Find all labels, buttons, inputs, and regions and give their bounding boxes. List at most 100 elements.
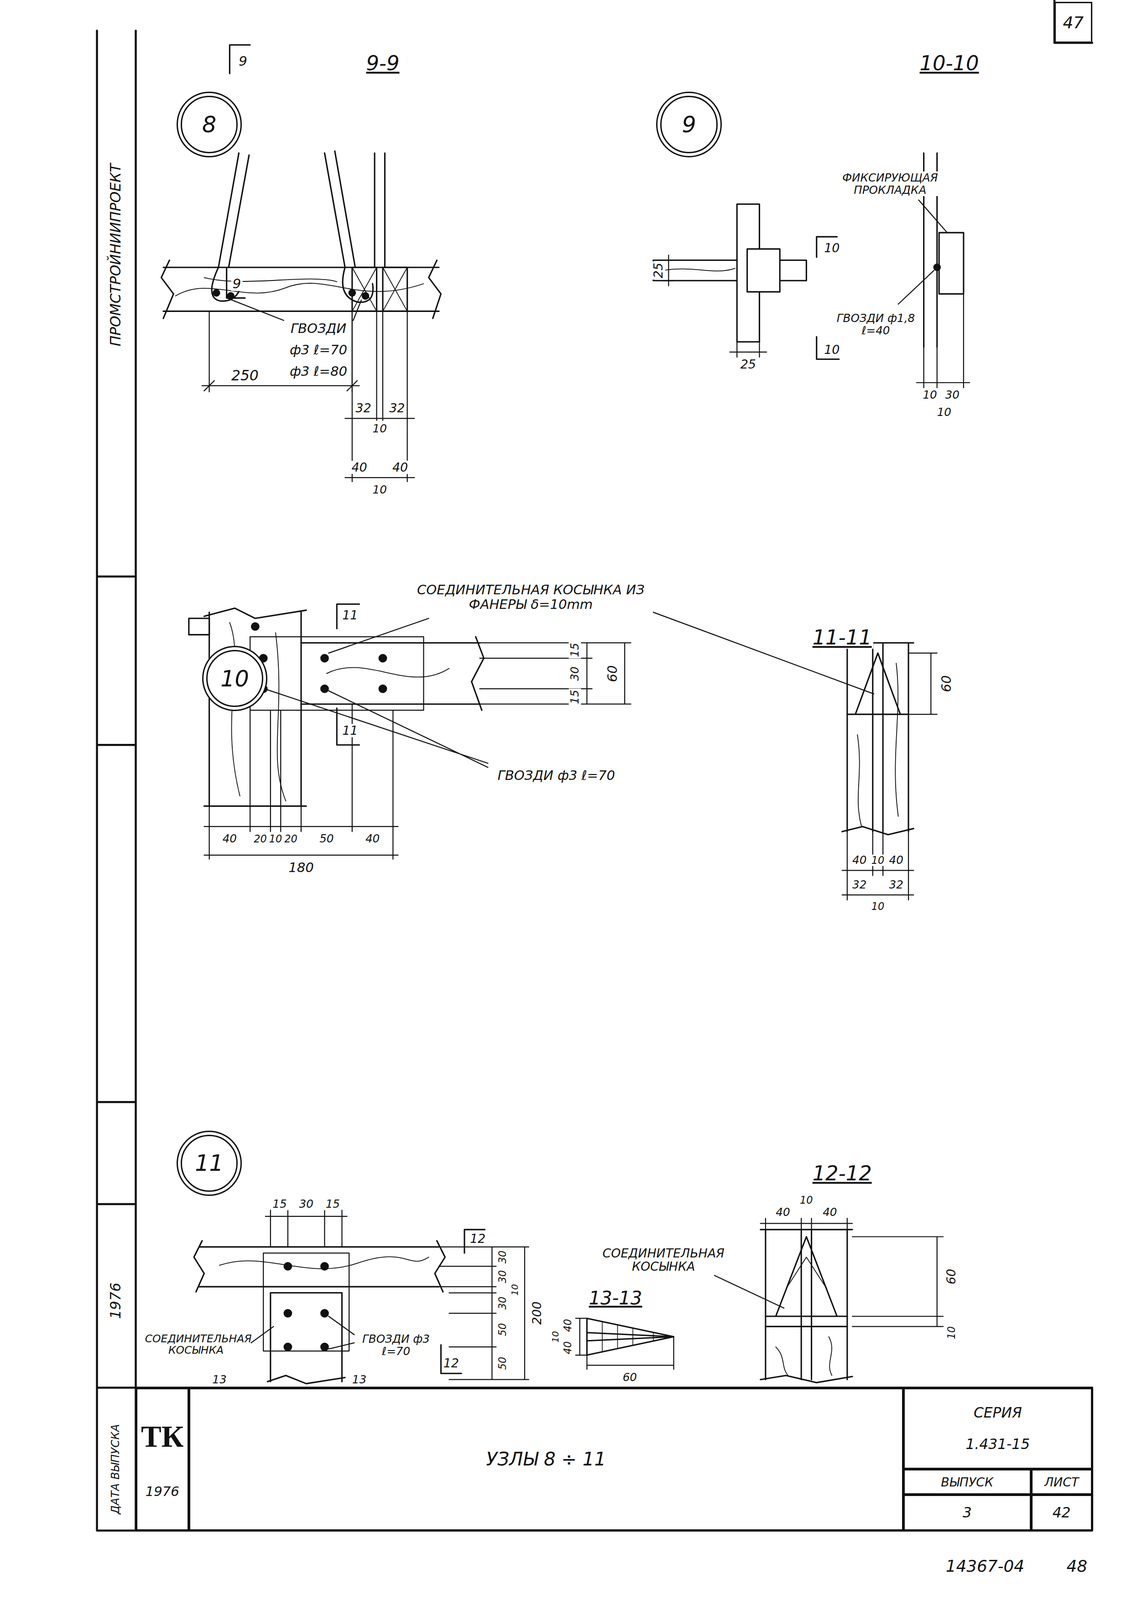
dimension-label: 10 xyxy=(921,388,939,402)
dimension-label: 60 xyxy=(621,1371,639,1385)
dimension-label: 10 xyxy=(371,483,389,496)
dimension-label: 15 xyxy=(568,688,581,706)
note-label: СОЕДИНИТЕЛЬНАЯ КОСЫНКА ИЗ ФАНЕРЫ δ=10mm xyxy=(401,582,660,612)
node-callout-circle: 11 xyxy=(180,1135,238,1193)
node-callout-circle: 8 xyxy=(180,95,238,153)
dimension-label: 10 xyxy=(267,833,284,846)
dimension-label: 40 xyxy=(821,1206,839,1219)
dimension-label: 10 xyxy=(798,1194,814,1207)
section-title: 9-9 xyxy=(364,52,401,75)
node-text: УЗЛЫ 8 ÷ 11 xyxy=(486,1449,606,1470)
dimension-label: 30 xyxy=(568,665,581,683)
note-label: СОЕДИНИТЕЛЬНАЯ КОСЫНКА xyxy=(593,1246,734,1274)
node-8-drawing xyxy=(161,45,441,393)
dimension-label: 10 xyxy=(870,855,886,867)
note-label: СОЕДИНИТЕЛЬНАЯ КОСЫНКА xyxy=(143,1333,249,1358)
note-label: ГВОЗДИ xyxy=(289,321,348,336)
dimension-label: 40 xyxy=(774,1206,792,1219)
node-text: ТК xyxy=(140,1420,184,1455)
dimension-label: 25 xyxy=(739,357,758,372)
title-block-cell: ТК1976 xyxy=(135,1388,189,1532)
node-callout-circle: 9 xyxy=(660,95,718,153)
section-11-11-drawing xyxy=(842,642,938,901)
dimension-label: 200 xyxy=(530,1300,544,1327)
section-mark: 12 xyxy=(468,1232,487,1247)
section-title: 12-12 xyxy=(811,1162,874,1185)
node-text: 11 xyxy=(194,1151,224,1176)
note-label: ГВОЗДИ ф3 ℓ=70 xyxy=(478,768,635,783)
dimension-label: 20 xyxy=(252,833,268,846)
title-block-cell: ЛИСТ xyxy=(1031,1469,1093,1496)
section-title: 13-13 xyxy=(587,1288,644,1309)
section-13-13-drawing xyxy=(575,1318,674,1370)
dimension-label: 40 xyxy=(562,1340,574,1357)
section-title: 10-10 xyxy=(918,52,981,75)
dimension-label: 40 xyxy=(364,832,381,846)
section-mark: 11 xyxy=(340,724,360,738)
note-label: ФИКСИРУЮЩАЯ ПРОКЛАДКА xyxy=(827,171,953,197)
dimension-label: 10 xyxy=(371,422,389,435)
section-mark: 11 xyxy=(340,608,360,623)
node-text: ЛИСТ xyxy=(1044,1476,1079,1490)
node-text: 42 xyxy=(1052,1505,1071,1521)
section-mark: 12 xyxy=(442,1356,461,1371)
node-text: ВЫПУСК xyxy=(940,1476,994,1490)
dimension-label: 40 xyxy=(221,832,239,846)
dimension-label: 32 xyxy=(850,878,868,892)
dimension-label: 15 xyxy=(324,1198,342,1211)
section-mark: 9 xyxy=(237,53,249,69)
dimension-label: 10 xyxy=(945,1325,958,1341)
node-text: 1.431-15 xyxy=(965,1436,1030,1453)
dimension-label: 15 xyxy=(568,641,581,659)
dimension-label: 30 xyxy=(496,1268,508,1285)
section-mark: 10 xyxy=(822,241,841,256)
note-label: ф3 ℓ=70 xyxy=(288,342,349,358)
dimension-label: 10 xyxy=(509,1283,520,1298)
section-12-12-drawing xyxy=(714,1218,944,1383)
dimension-label: 32 xyxy=(354,401,373,416)
dimension-label: 250 xyxy=(229,367,261,384)
dimension-label: 60 xyxy=(944,1267,959,1287)
section-mark: 10 xyxy=(822,343,841,358)
dimension-label: 32 xyxy=(387,401,407,416)
note-label: ГВОЗДИ ф1,8 ℓ=40 xyxy=(830,312,921,337)
dimension-label: 50 xyxy=(496,1356,508,1372)
dimension-label: 40 xyxy=(850,854,868,867)
dimension-label: 32 xyxy=(887,878,905,892)
dimension-label: 180 xyxy=(286,860,316,876)
sheet-code: 48 xyxy=(1064,1557,1089,1576)
node-text: 3 xyxy=(962,1505,972,1521)
dimension-label: 50 xyxy=(318,832,335,846)
node-text: 8 xyxy=(202,112,217,137)
margin-text: ПРОМСТРОЙНИИПРОЕКТ xyxy=(107,162,124,349)
node-callout-circle: 10 xyxy=(206,650,264,708)
dimension-label: 15 xyxy=(271,1198,288,1211)
note-label: ГВОЗДИ ф3 ℓ=70 xyxy=(356,1333,436,1358)
section-title: 11-11 xyxy=(811,626,874,650)
dimension-label: 40 xyxy=(887,854,905,867)
dimension-label: 30 xyxy=(944,388,961,402)
section-mark: 9 xyxy=(231,276,243,292)
dimension-label: 40 xyxy=(349,460,369,475)
frame xyxy=(97,0,1093,1532)
title-block-cell: 42 xyxy=(1031,1495,1093,1531)
margin-text: 1976 xyxy=(107,1282,124,1322)
node-10-drawing xyxy=(188,604,874,860)
section-mark: 13 xyxy=(210,1373,228,1387)
title-block-cell: СЕРИЯ 1.431-15 xyxy=(903,1388,1093,1471)
title-block-cell: ВЫПУСК xyxy=(903,1469,1032,1496)
dimension-label: 60 xyxy=(938,673,954,694)
margin-text: ДАТА ВЫПУСКА xyxy=(109,1423,122,1517)
dimension-label: 40 xyxy=(562,1318,574,1334)
node-11-drawing xyxy=(193,1210,529,1384)
node-9-drawing xyxy=(653,204,840,360)
section-mark: 13 xyxy=(350,1373,368,1387)
node-text: СЕРИЯ xyxy=(973,1405,1023,1421)
dimension-label: 10 xyxy=(550,1330,561,1345)
note-label: ф3 ℓ=80 xyxy=(288,364,349,379)
dimension-label: 25 xyxy=(651,261,666,280)
node-text: 47 xyxy=(1063,13,1085,32)
section-9-9-drawing xyxy=(344,153,415,482)
dimension-label: 10 xyxy=(935,406,953,419)
node-text: 9 xyxy=(681,112,696,137)
